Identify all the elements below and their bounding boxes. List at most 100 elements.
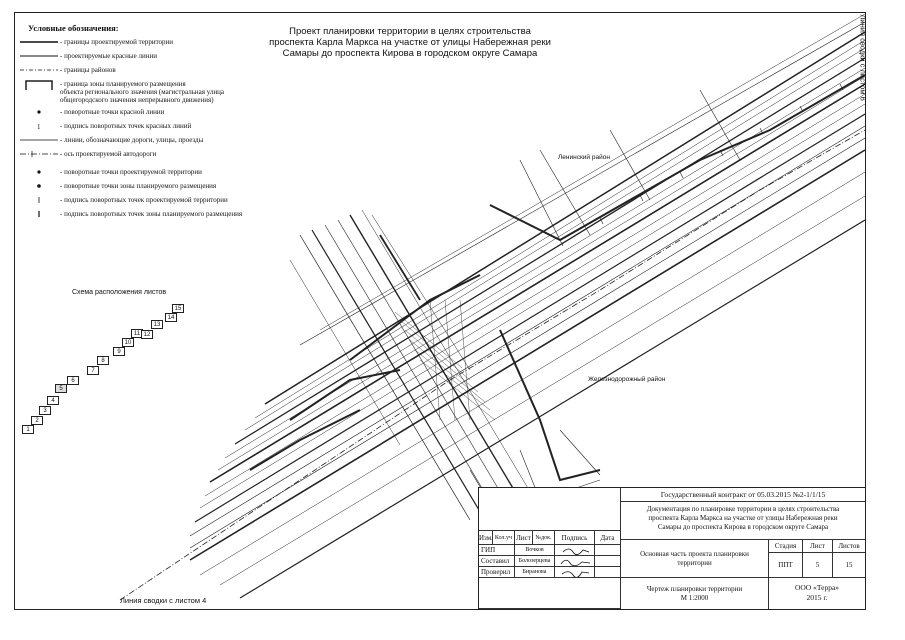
stage-value: ППТ <box>769 553 803 578</box>
role-gip: ГИП <box>479 545 515 556</box>
sheet-value: 5 <box>803 553 833 578</box>
document-title-cell: Документация по планировке территории в … <box>621 502 865 540</box>
date-sostavil <box>595 556 621 567</box>
section-line2: территории <box>677 559 712 567</box>
legend-item-red-line-labels: 1 - подпись поворотных точек красных лин… <box>18 122 278 136</box>
name-gip: Вочков <box>515 545 555 556</box>
district-boundary <box>119 129 865 601</box>
crossing-road <box>289 209 533 521</box>
legend-item-project-boundary: - границы проектируемой территории <box>18 38 278 52</box>
title-block: Изм. Кол.уч Лист №док. Подпись Дата ГИП … <box>478 487 866 610</box>
label-symbol <box>38 211 40 217</box>
district-label-north: Ленинский район <box>558 154 610 161</box>
point-label-sample: 1 <box>37 123 41 131</box>
legend-text: - границы проектируемой территории <box>60 38 174 46</box>
organization-cell: ООО «Терра» 2015 г. <box>769 578 865 609</box>
project-title-line1: Проект планировки территории в целях стр… <box>289 26 531 37</box>
solid-line-symbol <box>20 55 58 57</box>
signature-proveril <box>555 567 595 578</box>
document-title-line3: Самары до проспекта Кирова в городском о… <box>657 523 829 531</box>
stage-header: Стадия <box>769 540 803 553</box>
section-line1: Основная часть проекта планировки <box>640 550 749 558</box>
col-podpis: Подпись <box>555 531 595 545</box>
sheet-header: Лист <box>803 540 833 553</box>
sheet-box: 2 <box>31 416 43 425</box>
sheets-value: 15 <box>833 553 865 578</box>
role-proveril: Проверил <box>479 567 515 578</box>
name-sostavil: Болозерцева <box>515 556 555 567</box>
name-proveril: Биранова <box>515 567 555 578</box>
sheet-box: 9 <box>113 347 125 356</box>
legend-heading: Условные обозначения: <box>28 23 119 33</box>
col-data: Дата <box>595 531 621 545</box>
side-junction-label: Линия сводки с листом 6 <box>858 14 868 101</box>
bottom-junction-label: Линия сводки с листом 4 <box>120 596 207 605</box>
drawing-sheet-frame <box>14 12 866 610</box>
dot-symbol <box>37 110 41 114</box>
district-label-south: Железнодорожный район <box>588 376 666 383</box>
legend: Условные обозначения: - границы проектир… <box>18 24 278 224</box>
legend-item-territory-points: - поворотные точки проектируемой террито… <box>18 168 278 182</box>
red-line-boundary <box>249 74 865 482</box>
legend-item-road-axis: 20 - ось проектируемой автодороги <box>18 150 278 168</box>
legend-text: - подпись поворотных точек проектируемой… <box>60 196 228 204</box>
axis-label-sample: 20 <box>28 159 36 160</box>
legend-text: - проектируемые красные линии <box>60 52 157 60</box>
drawing-name-cell: Чертеж планировки территории М 1:2000 <box>621 578 769 609</box>
contract-cell: Государственный контракт от 05.03.2015 №… <box>621 488 865 502</box>
rectangle-symbol <box>25 80 53 90</box>
sheet-box: 10 <box>122 338 134 347</box>
legend-item-red-lines: - проектируемые красные линии <box>18 52 278 66</box>
project-title: Проект планировки территории в целях стр… <box>250 26 570 59</box>
legend-item-zone-boundary: - граница зоны планируемого размещения о… <box>18 80 278 108</box>
dot-symbol <box>37 184 41 188</box>
date-gip <box>595 545 621 556</box>
sheet-box: 8 <box>97 356 109 365</box>
legend-text: - подпись поворотных точек зоны планируе… <box>60 210 243 218</box>
sheet-box: 14 <box>165 313 177 322</box>
sheets-header: Листов <box>833 540 865 553</box>
solid-thick-line-symbol <box>20 41 58 43</box>
legend-text: - поворотные точки проектируемой террито… <box>60 168 202 176</box>
legend-text: - линии, обозначающие дороги, улицы, про… <box>60 136 204 144</box>
legend-item-territory-labels: - подпись поворотных точек проектируемой… <box>18 196 278 210</box>
sheet-box: 13 <box>151 320 163 329</box>
legend-item-zone-labels: - подпись поворотных точек зоны планируе… <box>18 210 278 224</box>
sheet-scheme-title: Схема расположения листов <box>72 289 167 296</box>
legend-text: - граница зоны планируемого размещения <box>60 80 186 88</box>
signature-icon <box>562 548 590 555</box>
thin-line-symbol <box>20 139 58 141</box>
legend-item-district-boundary: - границы районов <box>18 66 278 80</box>
boundary-ticks <box>559 83 844 247</box>
sheet-box: 6 <box>67 376 79 385</box>
revision-empty-area <box>479 488 621 531</box>
revision-empty-bottom <box>479 578 621 609</box>
label-symbol: 1 <box>37 123 41 131</box>
document-title-line1: Документация по планировке территории в … <box>646 505 840 513</box>
sheet-box: 7 <box>87 366 99 375</box>
document-title-line2: проспекта Карла Маркса на участке от ули… <box>648 514 838 522</box>
intersection-detail <box>394 299 496 421</box>
sheet-box: 1 <box>22 425 34 434</box>
legend-text: - поворотные точки красной линии <box>60 108 165 116</box>
col-ndok: №док. <box>533 531 555 545</box>
date-proveril <box>595 567 621 578</box>
sheet-box-current: 5 <box>55 384 67 393</box>
drawing-name-line2: М 1:2000 <box>680 594 709 602</box>
legend-text: - границы районов <box>60 66 116 74</box>
signature-icon <box>560 559 591 566</box>
legend-text: объекта регионального значения (магистра… <box>60 88 225 96</box>
organization-year: 2015 г. <box>806 593 828 602</box>
legend-item-roads: - линии, обозначающие дороги, улицы, про… <box>18 136 278 150</box>
axis-line-symbol: 20 <box>20 151 58 160</box>
dot-symbol <box>37 170 41 174</box>
label-symbol <box>38 197 40 203</box>
legend-text: - поворотные точки зоны планируемого раз… <box>60 182 217 190</box>
col-list: Лист <box>515 531 533 545</box>
dash-dot-line-symbol <box>20 69 58 71</box>
legend-item-zone-points: - поворотные точки зоны планируемого раз… <box>18 182 278 196</box>
sheet-box: 3 <box>39 406 51 415</box>
legend-text: - подпись поворотных точек красных линий <box>60 122 192 130</box>
col-izm: Изм. <box>479 531 493 545</box>
